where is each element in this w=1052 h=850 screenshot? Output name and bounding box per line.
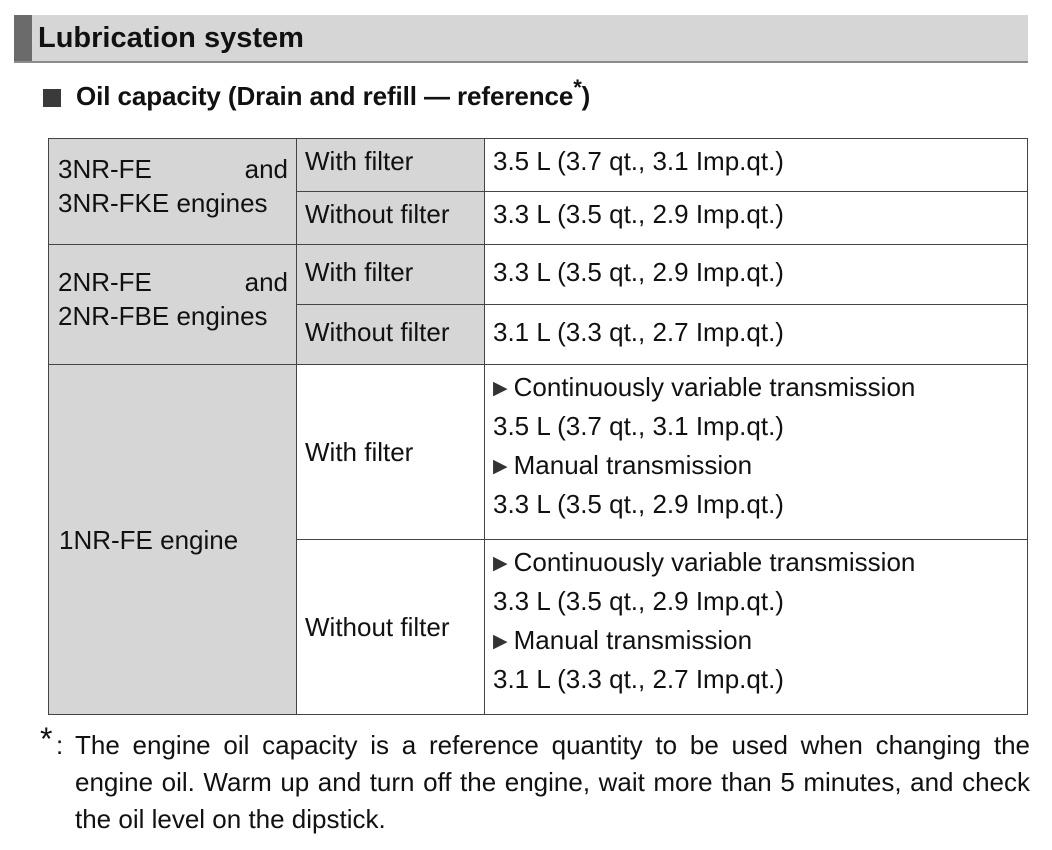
triangle-right-icon: ▶ xyxy=(493,553,508,574)
subheading-text: Oil capacity (Drain and refill — referen… xyxy=(76,76,591,112)
engine-cell: 2NR-FE and 2NR-FBE engines xyxy=(48,244,297,365)
table-row: Without filter 3.3 L (3.5 qt., 2.9 Imp.q… xyxy=(49,191,1028,245)
engine-cell: 3NR-FE and 3NR-FKE engines xyxy=(48,138,297,245)
filter-label: Without filter xyxy=(305,612,450,642)
capacity-value: 3.5 L (3.7 qt., 3.1 Imp.qt.) xyxy=(493,411,784,441)
triangle-right-icon: ▶ xyxy=(493,631,508,652)
footnote-separator: : xyxy=(56,730,64,760)
engine-name: 3NR-FE xyxy=(58,154,152,184)
table-row: 2NR-FE and 2NR-FBE engines With filter 3… xyxy=(48,244,1028,365)
engine-cell: 1NR-FE engine xyxy=(48,364,297,715)
value-cell: 3.3 L (3.5 qt., 2.9 Imp.qt.) xyxy=(484,191,1028,245)
capacity-value: 3.1 L (3.3 qt., 2.7 Imp.qt.) xyxy=(493,317,784,347)
transmission-label: Continuously variable transmission xyxy=(513,547,916,577)
capacity-value: 3.3 L (3.5 qt., 2.9 Imp.qt.) xyxy=(493,199,784,229)
filter-cell: With filter xyxy=(296,138,485,192)
table-row: 1NR-FE engine With filter ▶Continuously … xyxy=(48,364,1028,715)
list-item: ▶Manual transmission xyxy=(493,446,1027,485)
value-cell: ▶Continuously variable transmission 3.5 … xyxy=(484,364,1028,540)
subheading-close: ) xyxy=(581,80,591,111)
engine-and: and xyxy=(244,267,288,297)
reference-mark: * xyxy=(573,74,582,100)
filter-cell: Without filter xyxy=(296,539,485,715)
capacity-value: 3.3 L (3.5 qt., 2.9 Imp.qt.) xyxy=(493,257,784,287)
square-bullet-icon xyxy=(43,89,61,107)
table-row: Without filter 3.1 L (3.3 qt., 2.7 Imp.q… xyxy=(49,304,1028,365)
transmission-label: Continuously variable transmission xyxy=(513,372,916,402)
subheading-label: Oil capacity (Drain and refill — referen… xyxy=(76,80,574,111)
value-cell: 3.1 L (3.3 qt., 2.7 Imp.qt.) xyxy=(484,304,1028,365)
filter-label: With filter xyxy=(305,257,414,287)
filter-cell: Without filter xyxy=(296,191,485,245)
footnote-mark: * xyxy=(40,721,53,757)
engine-and: and xyxy=(244,154,288,184)
transmission-list: ▶Continuously variable transmission 3.3 … xyxy=(485,540,1027,699)
value-cell: ▶Continuously variable transmission 3.3 … xyxy=(484,539,1028,715)
footnote-text: The engine oil capacity is a reference q… xyxy=(75,730,1030,834)
transmission-label: Manual transmission xyxy=(513,625,753,655)
triangle-right-icon: ▶ xyxy=(493,456,508,477)
filter-label: Without filter xyxy=(305,199,450,229)
value-cell: 3.3 L (3.5 qt., 2.9 Imp.qt.) xyxy=(484,244,1028,305)
section-header: Lubrication system xyxy=(14,15,1028,63)
filter-label: With filter xyxy=(305,146,414,176)
section-title: Lubrication system xyxy=(38,22,304,54)
filter-label: Without filter xyxy=(305,317,450,347)
filter-cell: With filter xyxy=(296,364,485,540)
engine-name-line2: 2NR-FBE engines xyxy=(58,301,268,331)
transmission-list: ▶Continuously variable transmission 3.5 … xyxy=(485,365,1027,524)
triangle-right-icon: ▶ xyxy=(493,378,508,399)
filter-cell: Without filter xyxy=(296,304,485,365)
list-item: ▶Continuously variable transmission xyxy=(493,368,1027,407)
transmission-label: Manual transmission xyxy=(513,450,753,480)
engine-name: 1NR-FE engine xyxy=(59,524,239,555)
list-item: ▶Continuously variable transmission xyxy=(493,543,1027,582)
section-marker xyxy=(14,15,32,61)
capacity-value: 3.3 L (3.5 qt., 2.9 Imp.qt.) xyxy=(493,489,784,519)
value-cell: 3.5 L (3.7 qt., 3.1 Imp.qt.) xyxy=(484,138,1028,192)
capacity-value: 3.5 L (3.7 qt., 3.1 Imp.qt.) xyxy=(493,146,784,176)
list-item: ▶Manual transmission xyxy=(493,621,1027,660)
oil-capacity-table: 3NR-FE and 3NR-FKE engines With filter 3… xyxy=(48,138,1028,715)
table-row: 3NR-FE and 3NR-FKE engines With filter 3… xyxy=(48,138,1028,245)
footnote: * : The engine oil capacity is a referen… xyxy=(40,721,1030,838)
filter-label: With filter xyxy=(305,437,414,467)
capacity-value: 3.3 L (3.5 qt., 2.9 Imp.qt.) xyxy=(493,586,784,616)
engine-name: 2NR-FE xyxy=(58,267,152,297)
table-row: Without filter ▶Continuously variable tr… xyxy=(49,539,1028,715)
capacity-value: 3.1 L (3.3 qt., 2.7 Imp.qt.) xyxy=(493,664,784,694)
engine-name-line2: 3NR-FKE engines xyxy=(58,188,268,218)
filter-cell: With filter xyxy=(296,244,485,305)
subheading: Oil capacity (Drain and refill — referen… xyxy=(43,76,590,116)
